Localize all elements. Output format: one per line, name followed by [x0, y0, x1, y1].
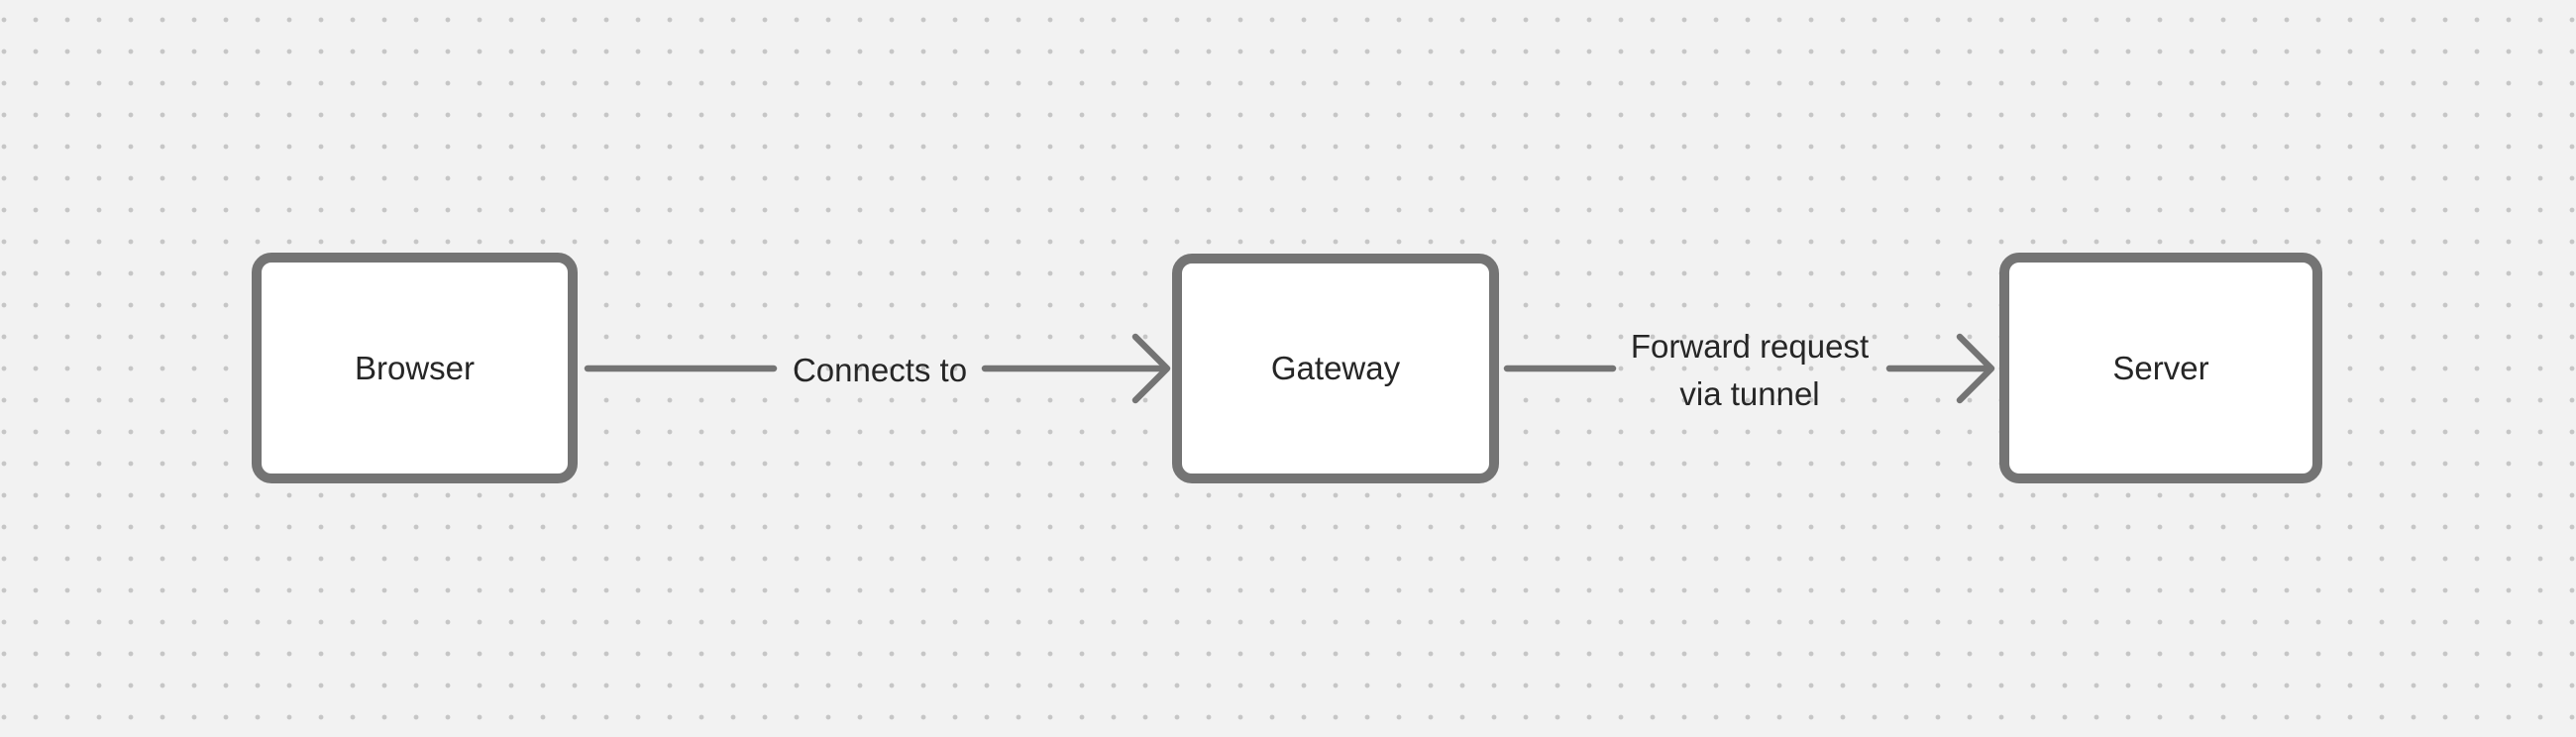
edge-label-forward-request-line2: via tunnel: [1679, 375, 1820, 412]
node-gateway-label: Gateway: [1270, 350, 1401, 386]
arrowhead-icon: [1131, 333, 1171, 404]
edge-gateway-server[interactable]: [1503, 333, 1995, 404]
node-server-label: Server: [2112, 349, 2209, 386]
node-gateway[interactable]: Gateway: [1172, 254, 1499, 483]
edge-label-connects-to[interactable]: Connects to: [792, 352, 968, 388]
edge-label-forward-request-line1: Forward request: [1630, 328, 1870, 365]
node-browser-label: Browser: [354, 349, 476, 386]
arrowhead-icon: [1956, 333, 1995, 404]
node-server[interactable]: Server: [1999, 253, 2322, 483]
edge-label-forward-request[interactable]: Forward request via tunnel: [1631, 323, 1869, 418]
edge-browser-gateway[interactable]: [584, 333, 1171, 404]
node-browser[interactable]: Browser: [252, 253, 578, 483]
